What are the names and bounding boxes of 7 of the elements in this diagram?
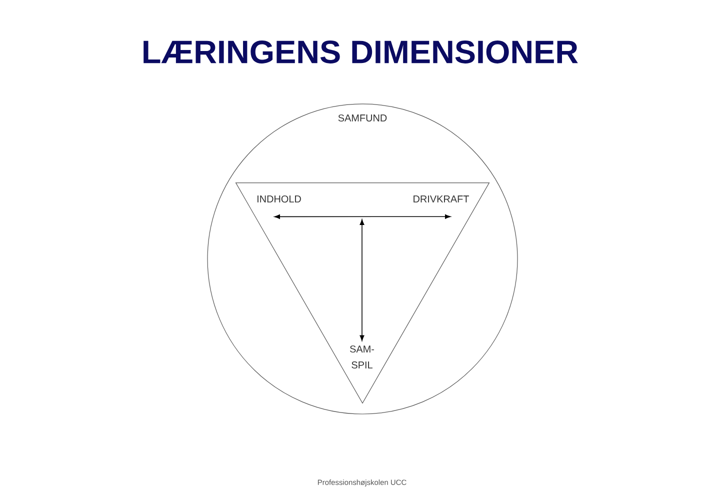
corner-label: INDHOLD: [258, 195, 301, 202]
double-arrow: [360, 219, 364, 341]
corner-label: DRIVKRAFT: [414, 196, 469, 202]
title: LÆRINGENS DIMENSIONER: [144, 40, 578, 64]
circle-label: SAMFUND: [338, 114, 387, 122]
corner-label: SAM- SPIL: [350, 346, 374, 368]
double-arrow: [274, 214, 451, 219]
